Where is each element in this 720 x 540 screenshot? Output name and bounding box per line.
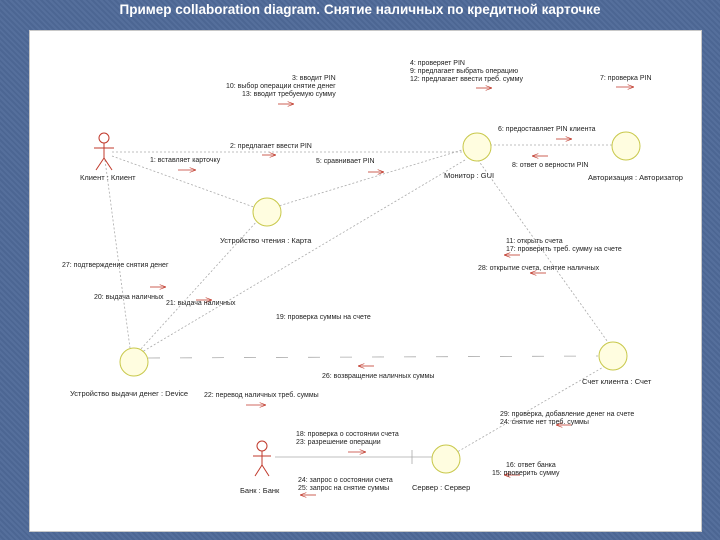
- bank-label: Банк : Банк: [240, 486, 280, 495]
- message-5: 5: сравнивает PIN: [316, 158, 375, 165]
- link-client-reader: [111, 155, 263, 211]
- link-monitor-account: [477, 159, 611, 346]
- message-21: 21: выдача наличных: [166, 300, 236, 307]
- link-monitor-dispenser: [141, 159, 466, 353]
- account-object: [598, 341, 628, 371]
- card-reader-object: [252, 197, 282, 227]
- bank-actor: [253, 440, 271, 477]
- link-reader-monitor: [271, 149, 463, 209]
- message-26: 26: возвращение наличных суммы: [322, 373, 435, 380]
- dispenser-label: Устройство выдачи денег : Device: [70, 389, 189, 398]
- server-object: [431, 444, 461, 474]
- client-label: Клиент : Клиент: [80, 173, 136, 182]
- diagram-panel: [29, 30, 702, 532]
- monitor-object: [462, 132, 492, 162]
- message-20: 20: выдача наличных: [94, 294, 164, 301]
- message-28: 28: открытие счета, снятие наличных: [478, 265, 600, 272]
- message-27: 27: подтверждение снятия денег: [62, 262, 169, 269]
- slide-title: Пример collaboration diagram. Снятие нал…: [119, 2, 601, 17]
- message-8: 8: ответ о верности PIN: [512, 162, 589, 169]
- link-reader-dispenser: [139, 219, 259, 351]
- message-19: 19: проверка суммы на счете: [276, 314, 371, 321]
- message-6: 6: предоставляет PIN клиента: [498, 126, 596, 133]
- processor-object: [611, 131, 641, 161]
- monitor-label: Монитор : GUI: [444, 171, 495, 180]
- message-1: 1: вставляет карточку: [150, 157, 221, 164]
- link-dispenser-account: [147, 355, 599, 359]
- message-15: 15: проверить сумму: [492, 470, 560, 477]
- card-reader-label: Устройство чтения : Карта: [220, 236, 312, 245]
- message-7: 7: проверка PIN: [600, 75, 652, 82]
- client-actor: [94, 132, 114, 171]
- message-2: 2: предлагает ввести PIN: [230, 143, 312, 150]
- account-label: Счет клиента : Счет: [582, 377, 652, 386]
- server-label: Сервер : Сервер: [412, 483, 471, 492]
- link-account-server: [451, 361, 613, 456]
- link-client-dispenser: [104, 159, 131, 349]
- message-22: 22: перевод наличных треб. суммы: [204, 392, 319, 399]
- dispenser-object: [119, 347, 149, 377]
- processor-label: Авторизация : Авторизатор: [588, 173, 683, 182]
- message-16: 16: ответ банка: [506, 462, 556, 469]
